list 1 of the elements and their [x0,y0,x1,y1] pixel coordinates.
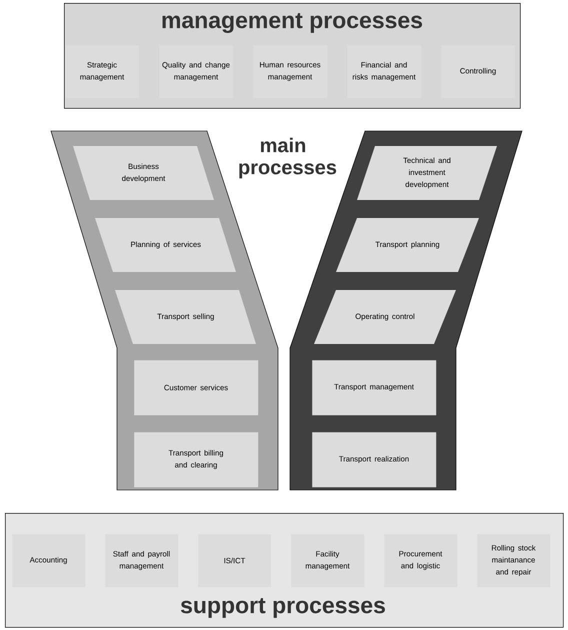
section-heading: main processes [239,138,336,178]
